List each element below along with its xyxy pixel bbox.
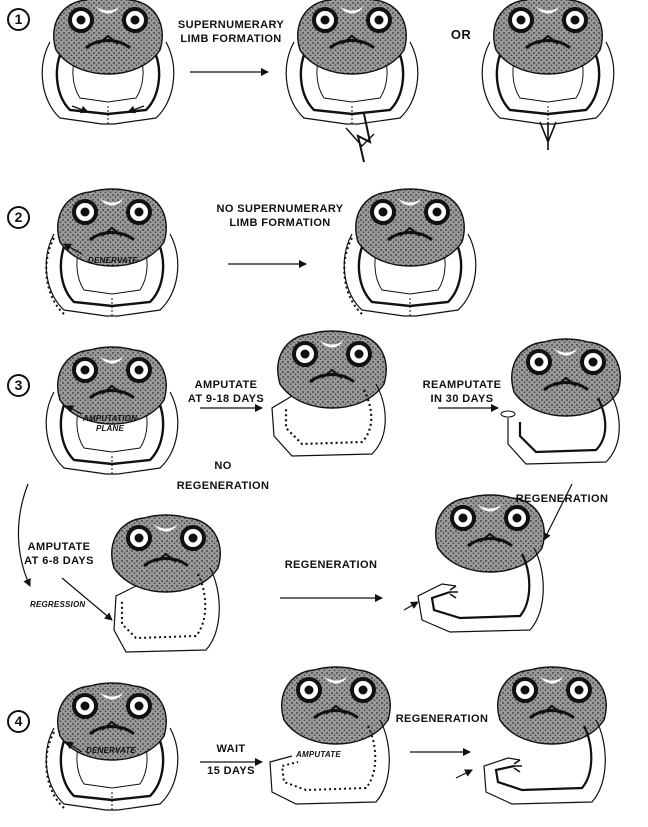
label-line: NO <box>168 456 278 476</box>
label-line: 15 DAYS <box>200 760 262 782</box>
label-amputation-plane: AMPUTATION PLANE <box>80 414 140 434</box>
label-denervate-4: DENERVATE <box>86 746 156 756</box>
label-denervate-2: DENERVATE <box>88 256 158 266</box>
label-regression: REGRESSION <box>30 600 96 610</box>
label-line: REAMPUTATE <box>412 378 512 392</box>
label-wait: WAIT 15 DAYS <box>200 738 262 782</box>
panel-number-1: 1 <box>7 8 30 31</box>
panel-3-curve-arrow <box>18 484 30 586</box>
label-line: PLANE <box>80 424 140 434</box>
label-amputate-4: AMPUTATE <box>296 750 356 760</box>
panel-1-frog-2 <box>286 0 417 162</box>
panel-number-2: 2 <box>7 206 30 229</box>
panel-4-arrow-hand <box>456 770 472 778</box>
label-amputate-early: AMPUTATE AT 6-8 DAYS <box>14 540 104 568</box>
label-line: LIMB FORMATION <box>176 32 286 46</box>
panel-1-frog-3 <box>482 0 613 150</box>
label-line: SUPERNUMERARY <box>176 18 286 32</box>
panel-1-frog-1 <box>42 0 173 124</box>
label-or: OR <box>446 28 476 42</box>
label-supernumerary: SUPERNUMERARY LIMB FORMATION <box>176 18 286 46</box>
label-reamputate: REAMPUTATE IN 30 DAYS <box>412 378 512 406</box>
panel-2-frog-2 <box>344 189 475 316</box>
panel-4-frog-3 <box>484 667 606 804</box>
label-line: WAIT <box>200 738 262 760</box>
label-no-regeneration: NO REGENERATION <box>168 456 278 496</box>
label-line: AMPUTATE <box>14 540 104 554</box>
label-regeneration-mid: REGENERATION <box>276 558 386 572</box>
label-line: NO SUPERNUMERARY <box>210 202 350 216</box>
panel-number-3: 3 <box>7 374 30 397</box>
panel-3-frog-5 <box>418 495 544 632</box>
panel-4-frog-2 <box>270 667 390 804</box>
label-line: LIMB FORMATION <box>210 216 350 230</box>
label-regeneration-4: REGENERATION <box>390 712 494 726</box>
label-line: AMPUTATION <box>80 414 140 424</box>
label-line: REGENERATION <box>168 476 278 496</box>
label-regeneration-right: REGENERATION <box>512 492 612 506</box>
panel-3-frog-1 <box>46 347 177 474</box>
label-line: IN 30 DAYS <box>412 392 512 406</box>
panel-number-4: 4 <box>7 710 30 733</box>
label-no-supernumerary: NO SUPERNUMERARY LIMB FORMATION <box>210 202 350 230</box>
panel-3-frog-3 <box>501 339 620 464</box>
panel-2-frog-1 <box>46 189 177 316</box>
label-amputate-late: AMPUTATE AT 9-18 DAYS <box>176 378 276 406</box>
label-line: AMPUTATE <box>176 378 276 392</box>
panel-3-arrow-early <box>62 578 112 620</box>
panel-3-arrow-hand <box>404 602 418 610</box>
panel-3-frog-2 <box>272 331 386 456</box>
panel-3-frog-4 <box>112 515 221 652</box>
label-line: AT 9-18 DAYS <box>176 392 276 406</box>
label-line: AT 6-8 DAYS <box>14 554 104 568</box>
